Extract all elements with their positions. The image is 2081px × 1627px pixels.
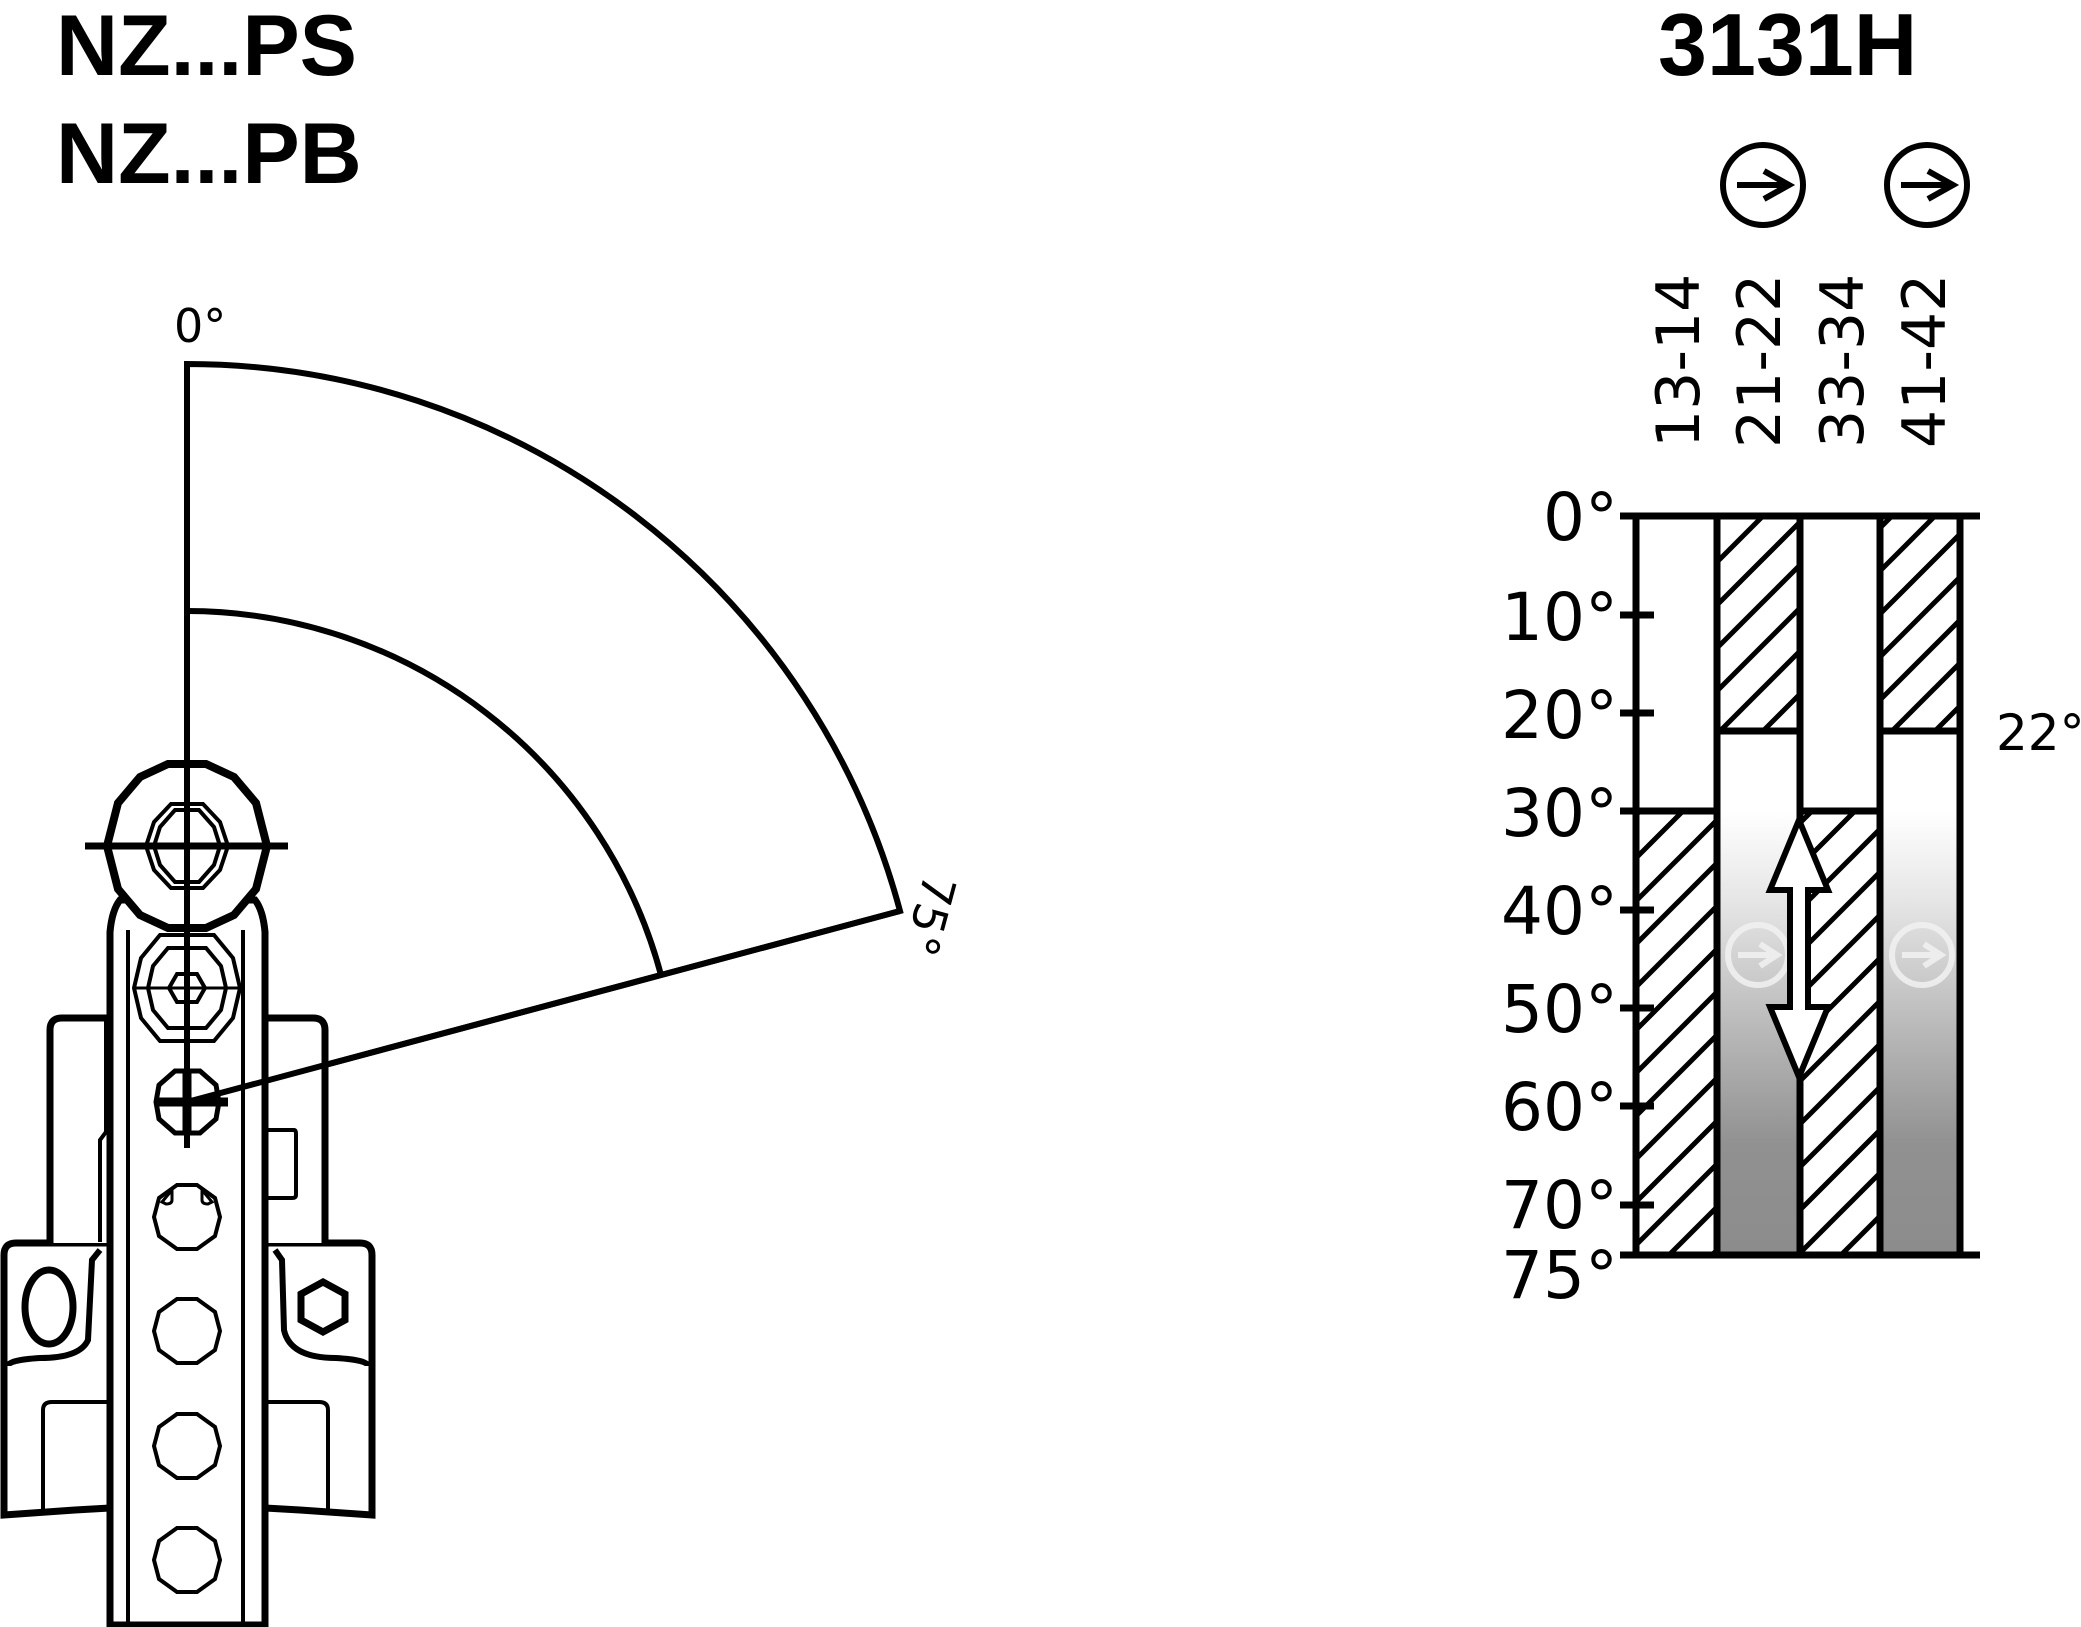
- positive-opening-icon: [1720, 142, 1806, 228]
- positive-opening-region-41-42: [1883, 811, 1961, 1255]
- column-label-33-34: 33-34: [1808, 274, 1878, 448]
- model-title-ps: NZ...PS: [56, 0, 357, 94]
- y-axis-labels: 0° 10° 20° 30° 40° 50° 60° 70° 75°: [1501, 479, 1618, 1314]
- y-label-20: 20°: [1501, 677, 1618, 754]
- contact-variant-title: 3131H: [1658, 0, 1917, 94]
- positive-opening-icon: [1884, 142, 1970, 228]
- column-label-41-42: 41-42: [1890, 274, 1960, 448]
- y-label-0: 0°: [1543, 479, 1618, 556]
- lever-travel-sector: [184, 360, 904, 1106]
- model-title-pb: NZ...PB: [56, 106, 362, 202]
- column-label-21-22: 21-22: [1725, 274, 1795, 448]
- y-label-60: 60°: [1501, 1069, 1618, 1146]
- angle-label-0: 0°: [174, 299, 226, 353]
- contact-closed-region-13-14: [1639, 811, 1717, 1255]
- contact-closed-region-21-22: [1720, 516, 1798, 731]
- column-label-13-14: 13-14: [1644, 274, 1714, 448]
- y-label-10: 10°: [1501, 579, 1618, 656]
- y-label-40: 40°: [1501, 873, 1618, 950]
- switch-point-label-22: 22°: [1996, 704, 2081, 762]
- angle-label-75: 75°: [893, 869, 966, 962]
- y-label-75: 75°: [1501, 1237, 1618, 1314]
- y-label-70: 70°: [1501, 1167, 1618, 1244]
- y-label-30: 30°: [1501, 775, 1618, 852]
- contact-travel-chart: [1620, 512, 1980, 1259]
- lever-centerlines: [85, 364, 901, 1148]
- y-label-50: 50°: [1501, 971, 1618, 1048]
- actuation-double-arrow-icon: [1765, 812, 1833, 1085]
- positive-opening-icon-faded: [1889, 922, 1955, 988]
- contact-closed-region-41-42: [1883, 516, 1961, 731]
